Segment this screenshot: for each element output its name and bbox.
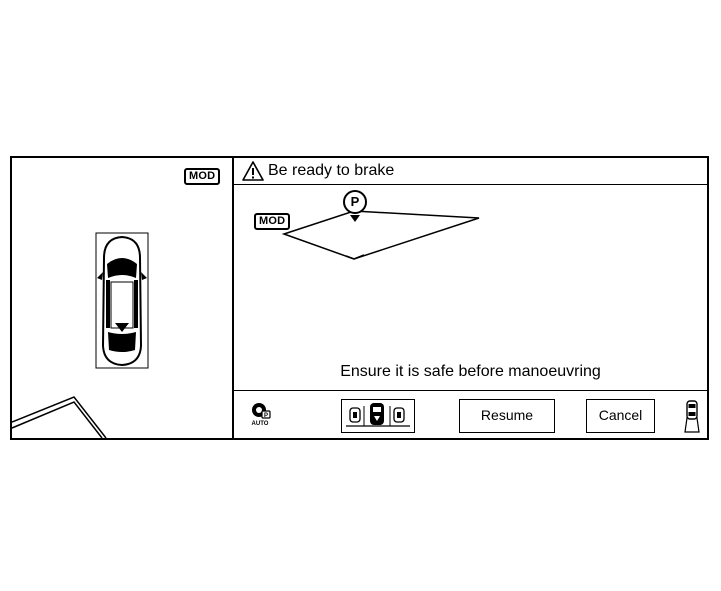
parking-target-graphic <box>281 190 480 260</box>
vehicle-view-button[interactable] <box>681 399 703 433</box>
vehicle-icon <box>684 400 700 433</box>
warning-triangle-icon <box>242 161 264 181</box>
auto-mode-icon: P <box>252 403 271 419</box>
parking-space-outline <box>281 210 480 260</box>
parking-mode-icon <box>346 403 410 427</box>
birds-eye-graphic <box>12 232 149 438</box>
safety-message: Ensure it is safe before manoeuvring <box>340 363 601 380</box>
warning-text: Be ready to brake <box>268 162 395 179</box>
resume-button[interactable]: Resume <box>459 399 555 433</box>
parking-marker-arrow <box>350 215 360 222</box>
warning-header: Be ready to brake <box>234 158 707 185</box>
camera-view-panel: Be ready to brake MOD P Ensure it is saf… <box>234 158 707 438</box>
bottom-toolbar: P AUTO Resume Cance <box>234 390 707 439</box>
car-top-view-icon <box>97 235 147 367</box>
parking-marker-label: P <box>350 194 360 209</box>
parking-mode-button[interactable] <box>341 399 415 433</box>
mod-badge-main: MOD <box>254 213 291 230</box>
cancel-button[interactable]: Cancel <box>586 399 655 433</box>
mod-badge-left: MOD <box>184 168 221 185</box>
auto-mode-button[interactable]: P AUTO <box>248 401 272 431</box>
svg-text:P: P <box>264 413 268 419</box>
parking-line-graphic <box>12 396 107 438</box>
birds-eye-view: MOD <box>12 158 234 438</box>
auto-label: AUTO <box>251 421 269 427</box>
parking-assist-screen: MOD <box>10 156 709 440</box>
parking-marker-icon <box>343 190 367 214</box>
vehicle-outline-box <box>95 232 149 369</box>
parking-target-view: MOD P <box>234 185 707 392</box>
